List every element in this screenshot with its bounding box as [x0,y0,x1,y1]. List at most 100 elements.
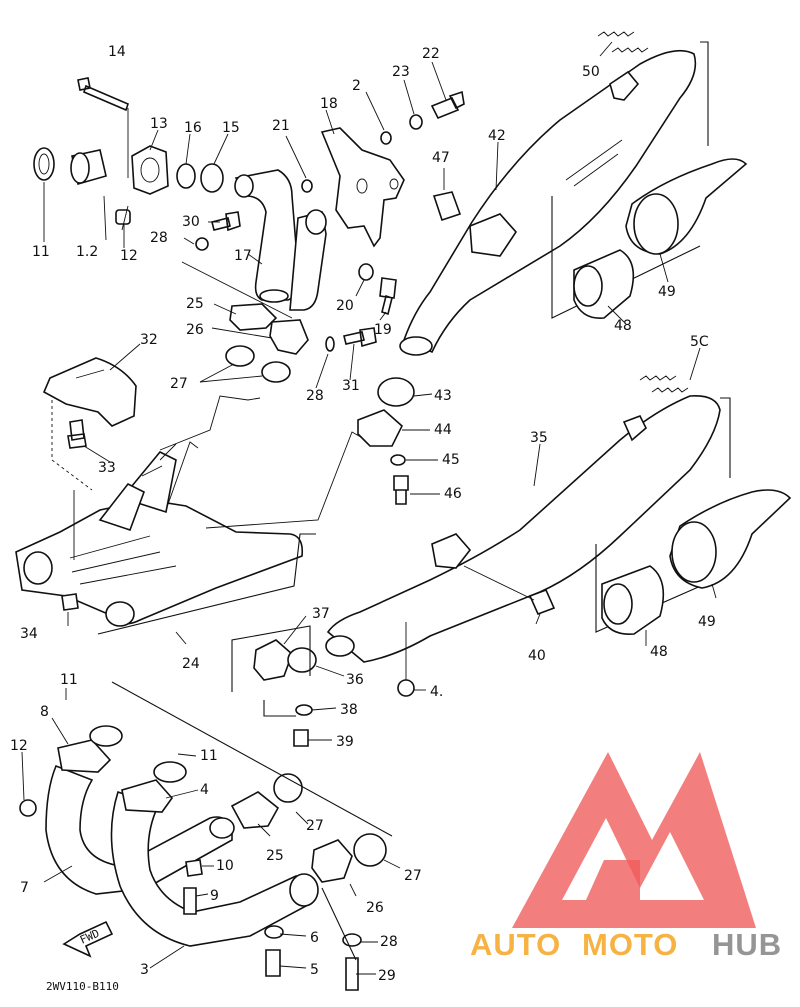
callout-12-front: 12 [10,738,28,754]
callout-11-front-b: 11 [200,748,218,764]
automotohub-logo: AUTO MOTO HUB [470,752,782,962]
callout-3: 3 [140,962,149,978]
part-34-nut [61,593,79,611]
part-47-collar [432,191,462,222]
part-12-collar-b [19,799,37,817]
callout-1-2: 1.2 [76,244,98,260]
callout-27-upper: 27 [170,376,188,392]
callout-47: 47 [432,150,450,166]
part-42-mount-tab [469,213,518,257]
part-25-clamp-b [230,791,280,829]
callout-11-front-a: 11 [60,672,78,688]
callout-24: 24 [182,656,200,672]
callout-17: 17 [234,248,252,264]
callout-18: 18 [320,96,338,112]
part-38-washer [295,704,313,716]
callout-49-lower: 49 [698,614,716,630]
part-42-outlet [399,336,433,356]
callout-46: 46 [444,486,462,502]
callout-40: 40 [528,648,546,664]
part-42-upper-tab [609,70,640,101]
part-8-flange [57,739,112,773]
callout-2: 2 [352,78,361,94]
callout-25-upper: 25 [186,296,204,312]
part-36-sleeve [287,647,317,673]
part-13-clamp [131,145,169,195]
callout-39: 39 [336,734,354,750]
part-45-washer [390,454,406,466]
callout-23: 23 [392,64,410,80]
callout-26-front: 26 [366,900,384,916]
callout-5: 5 [310,962,319,978]
callout-43: 43 [434,388,452,404]
part-35-outlet [325,635,355,657]
callout-labels: 14 13 16 15 21 18 2 23 22 50 42 47 11 1.… [10,44,716,984]
callout-30: 30 [182,214,200,230]
part-42-muffler [402,49,697,354]
part-23-nut [409,114,423,130]
part-50-spring-b [611,47,649,53]
callout-49-upper: 49 [658,284,676,300]
part-22-bolt [430,90,465,120]
rear-header-group [33,77,465,383]
part-11-gasket [33,147,55,181]
part-11-gasket-b [89,725,123,747]
part-10-nut [185,859,203,877]
callout-34: 34 [20,626,38,642]
part-30-bolt [211,211,241,232]
callout-48-lower: 48 [650,644,668,660]
logo-word-hub: HUB [712,927,782,962]
part-31-bolt [343,327,377,348]
callout-6: 6 [310,930,319,946]
callout-26-upper: 26 [186,322,204,338]
callout-21: 21 [272,118,290,134]
part-27-sleeve-b [261,361,291,383]
part-26-clamp [269,319,309,355]
part-41-nut [397,679,415,697]
fwd-arrow-icon [62,920,114,958]
part-12-collar [115,209,131,225]
leader-lines [21,41,717,975]
callout-35: 35 [530,430,548,446]
callout-50-upper: 50 [582,64,600,80]
callout-11-upper: 11 [32,244,50,260]
part-35-mount-tab [431,533,472,569]
callout-33: 33 [98,460,116,476]
part-28-washer-low [342,933,362,947]
logo-word-auto: AUTO [470,927,561,962]
callout-27-front-b: 27 [404,868,422,884]
crossover-assembly [15,357,367,635]
callout-16: 16 [184,120,202,136]
callout-28-upper: 28 [150,230,168,246]
part-27-sleeve-c [273,773,303,803]
callout-29: 29 [378,968,396,984]
part-32-cover [42,357,137,427]
callout-19: 19 [374,322,392,338]
part-50-spring-a [597,31,635,37]
logo-g-mark [586,860,640,900]
part-46-bolt [393,475,409,505]
part-4-flange [121,779,174,813]
part-18-bracket [320,127,405,248]
callout-44: 44 [434,422,452,438]
callout-28-low: 28 [380,934,398,950]
part-5-bolt [265,949,281,977]
part-39-bolt [293,729,309,747]
callout-28-mid: 28 [306,388,324,404]
part-40-collar [528,588,556,616]
part-19-bolt [379,277,397,316]
part-21-washer [301,179,313,193]
part-20-nut [358,263,374,281]
callout-20: 20 [336,298,354,314]
callout-7: 7 [20,880,29,896]
callout-25-front: 25 [266,848,284,864]
callout-32: 32 [140,332,158,348]
part-27-sleeve-d [353,833,387,867]
callout-12-upper: 12 [120,248,138,264]
callout-42: 42 [488,128,506,144]
logo-word-moto: MOTO [582,927,678,962]
callout-8: 8 [40,704,49,720]
part-7-header-pipe [45,764,156,895]
